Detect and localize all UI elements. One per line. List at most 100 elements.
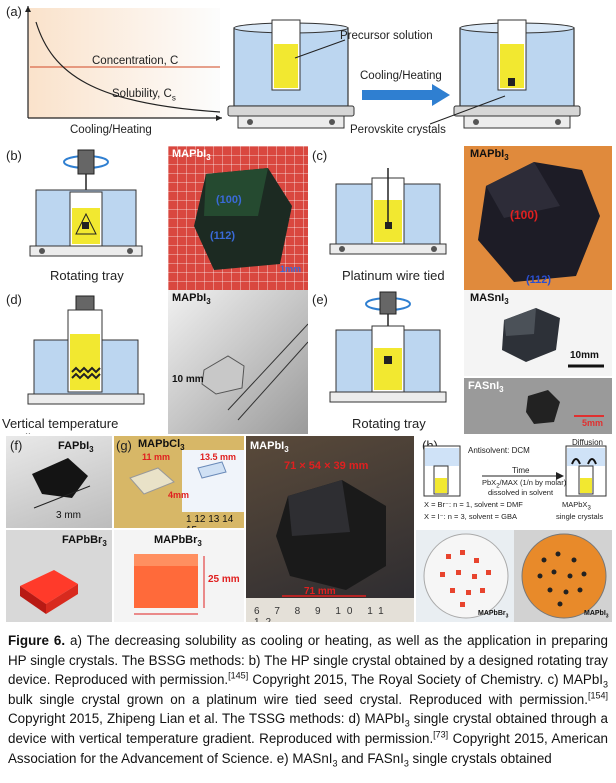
- antisolvent-diagram: [423, 445, 607, 497]
- x-i-label: X = I⁻: n = 3, solvent = GBA: [424, 512, 517, 521]
- caption-text-7: and FASnI: [337, 750, 404, 766]
- panel-a-label: (a): [6, 4, 22, 19]
- temperature-gradient-device: [27, 295, 145, 405]
- time-label: Time: [512, 466, 530, 475]
- scale-1mm: 1mm: [280, 264, 302, 274]
- fapbi3-title: FAPbI3: [58, 440, 94, 455]
- fapbbr3-title: FAPbBr3: [62, 534, 107, 549]
- mapbcl3-dim3: 13.5 mm: [200, 452, 237, 462]
- product-label-2: single crystals: [556, 512, 604, 521]
- caption-ref-154: [154]: [587, 690, 608, 701]
- panel-d-label: (d): [6, 292, 22, 307]
- caption-text-4: Copyright 2015, Zhipeng Lian et al. The …: [8, 711, 405, 727]
- beaker-crystals: [453, 19, 581, 129]
- center-photo-ruler: 6 7 8 9 10 11 12: [254, 606, 390, 622]
- panel-c-label: (c): [312, 148, 328, 163]
- mapbcl3-crystal: [129, 450, 244, 512]
- panel-b-label: (b): [6, 148, 22, 163]
- panel-d-photo: MAPbI3 10 mm: [168, 290, 308, 434]
- caption-figure-number: Figure 6.: [8, 633, 66, 648]
- caption-text-3: bulk single crystal grown on a platinum …: [8, 691, 588, 707]
- caption-text-5: single crystal obtained through a device…: [8, 711, 608, 746]
- mapbcl3-dim1: 11 mm: [142, 452, 171, 462]
- caption-text-1: a) The decreasing solubility as cooling …: [8, 633, 609, 688]
- panel-b-caption: Rotating tray: [50, 268, 124, 283]
- panel-h-dish2: MAPbI3: [514, 530, 612, 622]
- rotating-tray-device-e: [329, 291, 447, 403]
- dissolved-label: dissolved in solvent: [488, 488, 554, 497]
- panel-b-photo: MAPbI3 (100) (112) 1mm: [168, 146, 308, 290]
- figure-6: (a) Concentration, C Solubility, Cs Cool…: [0, 4, 612, 622]
- diffusion-label: Diffusion: [572, 438, 603, 447]
- fapbi3-scale: 3 mm: [56, 510, 81, 521]
- antisolvent-label: Antisolvent: DCM: [468, 446, 530, 455]
- mapbi3-dish: [521, 533, 607, 619]
- center-photo: MAPbI3 71 × 54 × 39 mm 71 mm 6 7 8 9 10 …: [246, 436, 414, 622]
- panel-f-label: (f): [10, 438, 23, 453]
- caption-text-8: single crystals obtained: [408, 750, 552, 766]
- panel-c-caption: Platinum wire tied: [342, 268, 445, 283]
- crystals-label: Perovskite crystals: [350, 124, 446, 136]
- panel-c-photo-title: MAPbI3: [470, 148, 509, 163]
- panel-e: (e) Rotating tray: [308, 290, 464, 434]
- caption-ref-145: [145]: [228, 670, 249, 681]
- panel-d-caption: Vertical temperature gradient: [2, 416, 119, 434]
- x-axis-label: Cooling/Heating: [70, 124, 152, 136]
- figure-caption: Figure 6. a) The decreasing solubility a…: [8, 633, 609, 769]
- panel-g-photo1: (g) MAPbCl3 11 mm 4mm 13.5 mm 1 12 13 14…: [114, 436, 244, 528]
- panel-d-photo-title: MAPbI3: [172, 292, 211, 307]
- solubility-plot: [25, 6, 222, 121]
- mapbcl3-dim2: 4mm: [168, 490, 190, 500]
- panel-c-photo: MAPbI3 (100) (112): [464, 146, 612, 290]
- panel-e-label: (e): [312, 292, 328, 307]
- center-photo-dims: 71 × 54 × 39 mm: [284, 460, 369, 472]
- dish2-label: MAPbI3: [584, 610, 609, 620]
- arrow-label: Cooling/Heating: [360, 70, 442, 82]
- mapbbr3-dish: [423, 533, 509, 619]
- panel-e-photo1: MASnI3 10mm: [464, 290, 612, 376]
- masni3-crystal: [502, 308, 604, 368]
- mapbcl3-title: MAPbCl3: [138, 438, 185, 453]
- face-100-b: (100): [216, 194, 242, 206]
- precursor-ratio: PbX2/MAX (1/n by molar): [482, 478, 567, 490]
- concentration-label: Concentration, C: [92, 55, 179, 67]
- mapbbr3-crystal: [134, 554, 205, 615]
- caption-ref-73: [73]: [433, 729, 449, 740]
- face-112-b: (112): [210, 230, 236, 242]
- face-112-c: (112): [526, 274, 552, 286]
- fapbi3-crystal: [32, 458, 91, 509]
- panel-c: (c) Platinum wire tied: [308, 146, 464, 290]
- mapbbr3-scale: 25 mm: [208, 574, 240, 585]
- precursor-pointer: [294, 39, 346, 59]
- solubility-curve: [35, 21, 221, 113]
- panel-b: (b) Rotating tray: [0, 146, 168, 290]
- panel-e-caption: Rotating tray: [352, 416, 426, 431]
- fasni3-title: FASnI3: [468, 380, 504, 395]
- beaker-precursor: [227, 19, 355, 129]
- process-arrow: [362, 84, 450, 106]
- mapbi3-large-crystal: [246, 480, 414, 622]
- mapbi3-crystal-c: [478, 162, 600, 282]
- fasni3-scale: 5mm: [582, 418, 604, 428]
- product-label: MAPbX3: [562, 500, 591, 512]
- panel-f-photo1: (f) FAPbI3 3 mm: [6, 436, 112, 528]
- fapbbr3-crystal: [20, 570, 78, 614]
- face-100-c: (100): [510, 208, 539, 222]
- masni3-scale: 10mm: [570, 350, 599, 361]
- center-photo-title: MAPbI3: [250, 440, 289, 455]
- dish1-label: MAPbBr3: [478, 610, 509, 620]
- panel-b-photo-title: MAPbI3: [172, 148, 211, 163]
- solubility-label: Solubility, Cs: [112, 88, 176, 103]
- mapbcl3-ruler: 1 12 13 14 15: [186, 514, 234, 528]
- mapbbr3-title: MAPbBr3: [154, 534, 202, 549]
- fasni3-crystal: [526, 390, 604, 424]
- crystals-pointer: [429, 95, 506, 125]
- caption-text-2: Copyright 2015, The Royal Society of Che…: [248, 672, 603, 688]
- panel-d: (d) Vertical temperature gradient: [0, 290, 168, 434]
- x-br-label: X = Br⁻: n = 1, solvent = DMF: [424, 500, 523, 509]
- rotating-tray-device: [29, 149, 143, 257]
- mapbi3-crystal-b: [194, 168, 292, 270]
- mapbi3-crystal-d: [201, 323, 308, 421]
- caption-text-6: Copyright 2015, American Association for…: [8, 730, 608, 766]
- masni3-title: MASnI3: [470, 292, 509, 307]
